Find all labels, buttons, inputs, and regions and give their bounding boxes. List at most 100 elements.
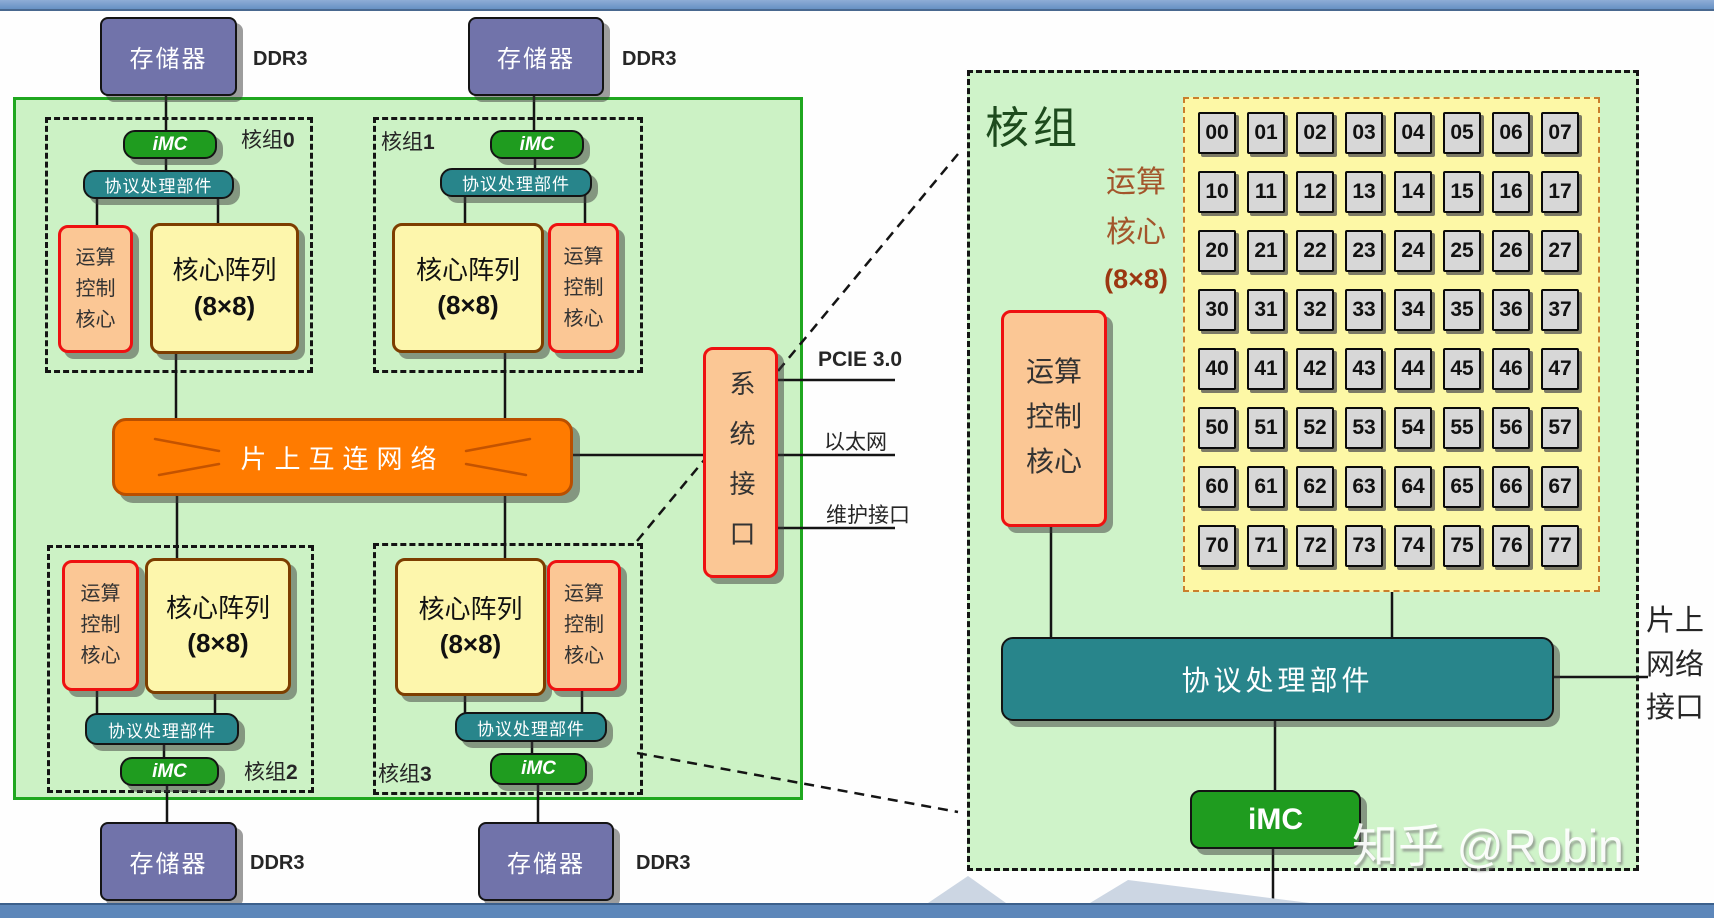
core-cell: 01	[1247, 112, 1285, 154]
memory-label: 存储器	[129, 852, 208, 878]
control-core-box-group1: 运算控制核心	[548, 223, 619, 353]
core-group-1-label: 核组1	[381, 130, 435, 154]
system-interface-label: 系统接口	[726, 369, 755, 570]
system-interface-box: 系统接口	[703, 347, 778, 578]
core-cell: 63	[1345, 466, 1383, 508]
core-cell: 43	[1345, 348, 1383, 390]
core-cell: 53	[1345, 407, 1383, 449]
core-group-3-boundary	[373, 543, 643, 795]
core-group-2-label: 核组2	[244, 760, 298, 784]
core-cell: 54	[1394, 407, 1432, 449]
core-cell: 44	[1394, 348, 1432, 390]
protocol-box-group2: 协议处理部件	[85, 713, 239, 745]
callout-line-top	[636, 153, 959, 542]
core-cell: 30	[1198, 289, 1236, 331]
core-cell: 37	[1541, 289, 1579, 331]
memory-label: 存储器	[497, 47, 575, 73]
core-cell: 34	[1394, 289, 1432, 331]
imc-box-group3: iMC	[490, 753, 587, 785]
control-core-box-group3: 运算控制核心	[547, 560, 621, 691]
core-cell: 17	[1541, 171, 1579, 213]
core-cell: 33	[1345, 289, 1383, 331]
core-cell: 50	[1198, 407, 1236, 449]
core-cell: 03	[1345, 112, 1383, 154]
watermark: 知乎 @Robin	[1352, 820, 1624, 872]
memory-box-top-left: 存储器	[100, 17, 237, 96]
core-cell: 77	[1541, 525, 1579, 567]
noc-interface-label: 片上 网络 接口	[1646, 605, 1705, 724]
core-cell: 16	[1492, 171, 1530, 213]
memory-label: 存储器	[129, 47, 208, 73]
core-cell: 06	[1492, 112, 1530, 154]
panel-title: 核组	[985, 104, 1081, 153]
core-cell: 74	[1394, 525, 1432, 567]
ddr3-label-bottom-right: DDR3	[636, 852, 691, 874]
imc-box-group0: iMC	[123, 130, 217, 159]
bar-chevron-decor	[153, 437, 532, 477]
core-cell: 23	[1345, 230, 1383, 272]
ethernet-port-label: 以太网	[824, 430, 887, 454]
core-cell: 76	[1492, 525, 1530, 567]
memory-box-top-right: 存储器	[468, 17, 604, 96]
on-chip-network-label: 片上互连网络	[240, 444, 445, 474]
memory-box-bottom-left: 存储器	[100, 822, 237, 901]
ddr3-label-bottom-left: DDR3	[250, 852, 305, 874]
core-group-0-label: 核组0	[241, 128, 295, 152]
compute-cores-caption: 运算 核心 (8×8)	[1104, 166, 1168, 294]
core-cell: 22	[1296, 230, 1334, 272]
core-cell: 65	[1443, 466, 1481, 508]
core-cell: 24	[1394, 230, 1432, 272]
core-cell: 15	[1443, 171, 1481, 213]
core-cell: 73	[1345, 525, 1383, 567]
ddr3-label-top-left: DDR3	[253, 48, 308, 70]
core-cell: 51	[1247, 407, 1285, 449]
core-cell: 55	[1443, 407, 1481, 449]
protocol-box-group1: 协议处理部件	[440, 168, 592, 197]
core-cell: 52	[1296, 407, 1334, 449]
core-cell: 04	[1394, 112, 1432, 154]
core-cell: 20	[1198, 230, 1236, 272]
core-cell: 02	[1296, 112, 1334, 154]
control-core-box-panel: 运算控制核心	[1001, 310, 1107, 527]
core-cell: 67	[1541, 466, 1579, 508]
core-cell: 32	[1296, 289, 1334, 331]
on-chip-network-bar: 片上互连网络	[112, 418, 573, 496]
core-cell: 61	[1247, 466, 1285, 508]
core-cell: 21	[1247, 230, 1285, 272]
memory-box-bottom-right: 存储器	[478, 822, 614, 901]
core-cell: 66	[1492, 466, 1530, 508]
pcie-port-label: PCIE 3.0	[818, 348, 903, 371]
protocol-box-panel: 协议处理部件	[1001, 637, 1554, 721]
control-core-box-group2: 运算控制核心	[62, 560, 139, 691]
core-group-1-boundary	[373, 117, 643, 373]
core-cell: 70	[1198, 525, 1236, 567]
core-array-box-group2: 核心阵列(8×8)	[145, 558, 291, 694]
bottom-decor-shapes	[928, 876, 1310, 903]
core-cell: 60	[1198, 466, 1236, 508]
core-cell: 72	[1296, 525, 1334, 567]
maintenance-port-label: 维护接口	[826, 503, 910, 527]
core-cell: 26	[1492, 230, 1530, 272]
core-cell: 46	[1492, 348, 1530, 390]
bottom-chrome-bar	[0, 903, 1714, 918]
core-array-box-group1: 核心阵列(8×8)	[392, 223, 544, 353]
core-cell: 25	[1443, 230, 1481, 272]
core-cell: 41	[1247, 348, 1285, 390]
callout-line-bottom	[636, 751, 959, 814]
core-cell: 36	[1492, 289, 1530, 331]
imc-box-group1: iMC	[490, 130, 584, 159]
core-cell: 10	[1198, 171, 1236, 213]
core-group-0-boundary	[45, 117, 313, 373]
core-array-box-group3: 核心阵列(8×8)	[395, 558, 546, 696]
core-cell: 35	[1443, 289, 1481, 331]
core-group-2-boundary	[47, 545, 314, 793]
control-core-box-group0: 运算控制核心	[58, 225, 133, 353]
protocol-box-group3: 协议处理部件	[455, 712, 607, 742]
core-cell: 13	[1345, 171, 1383, 213]
core-cell: 05	[1443, 112, 1481, 154]
core-cell: 47	[1541, 348, 1579, 390]
core-cell: 14	[1394, 171, 1432, 213]
